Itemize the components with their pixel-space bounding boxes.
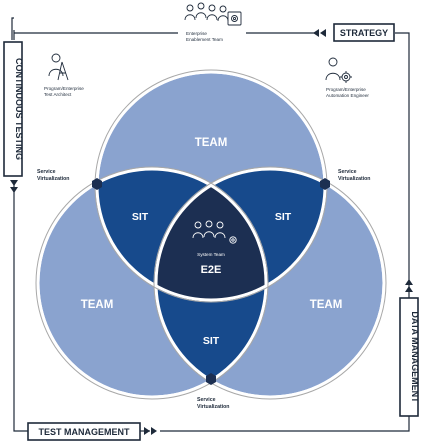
strategy-tag: STRATEGY	[333, 23, 395, 42]
service-virtualization-right-2: Virtualization	[338, 176, 370, 182]
sit-label-left: SIT	[132, 211, 149, 223]
strategy-label: STRATEGY	[340, 28, 388, 38]
engineer-gear-icon	[325, 57, 352, 83]
node-left	[92, 178, 102, 190]
data-management-tag: DATA MANAGEMENT	[399, 297, 420, 417]
left-role-line1: Program/Enterprise	[44, 86, 84, 91]
team-group-icon	[184, 2, 242, 26]
team-label-right: TEAM	[310, 299, 343, 311]
frame-lines	[11, 17, 410, 432]
team-label-left: TEAM	[81, 299, 114, 311]
frame-arrows	[10, 29, 413, 435]
service-virtualization-right-1: Service	[338, 169, 357, 175]
service-virtualization-bottom-1: Service	[197, 397, 216, 403]
continuous-testing-label: CONTINUOUS TESTING	[14, 58, 24, 160]
node-bottom	[206, 373, 216, 385]
sit-label-right: SIT	[275, 211, 292, 223]
e2e-center-region	[156, 169, 266, 300]
sit-label-bottom: SIT	[203, 335, 220, 347]
test-management-label: TEST MANAGEMENT	[39, 427, 131, 437]
node-right	[320, 178, 330, 190]
left-role-line2: Test Architect	[44, 92, 72, 97]
service-virtualization-left-1: Service	[37, 169, 56, 175]
right-role-line1: Program/Enterprise	[326, 87, 366, 92]
service-virtualization-left-2: Virtualization	[37, 176, 69, 182]
e2e-label: E2E	[201, 264, 222, 276]
center-subtitle: System Team	[197, 252, 225, 257]
test-management-tag: TEST MANAGEMENT	[27, 422, 141, 441]
architect-icon	[48, 53, 69, 81]
top-role-line1: Enterprise	[186, 31, 207, 36]
top-role-line2: Enablement Team	[186, 37, 223, 42]
data-management-label: DATA MANAGEMENT	[410, 311, 420, 403]
service-virtualization-bottom-2: Virtualization	[197, 404, 229, 410]
system-team-icon	[192, 220, 237, 244]
right-role-line2: Automation Engineer	[326, 93, 369, 98]
service-virtualization-nodes	[92, 178, 330, 385]
team-label-top: TEAM	[195, 137, 228, 149]
continuous-testing-tag: CONTINUOUS TESTING	[3, 41, 24, 177]
